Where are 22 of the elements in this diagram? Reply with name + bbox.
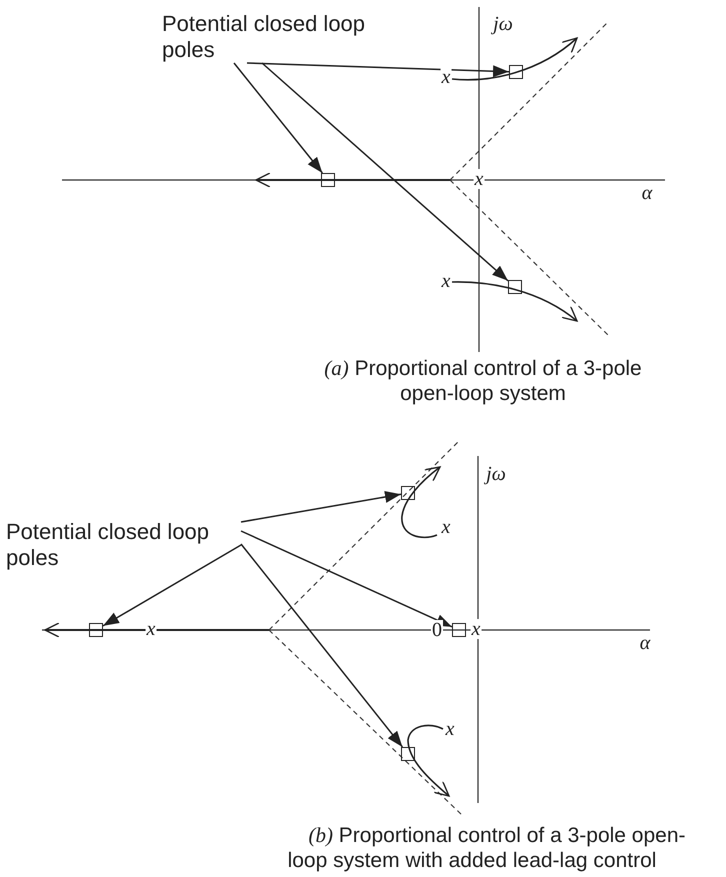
axis-symbol: x [470, 619, 482, 639]
figure-caption: (a) Proportional control of a 3-pole open-loop system [323, 356, 643, 406]
callout-text: Potential closed loop poles [6, 519, 241, 571]
callout-text: Potential closed loop poles [162, 11, 397, 63]
axis-symbol: jω [492, 14, 514, 34]
leader-arrow [262, 62, 508, 282]
leader-arrow [240, 530, 452, 628]
axis-symbol: jω [485, 464, 507, 484]
closed-loop-pole-square [401, 486, 415, 500]
leader-arrow [240, 544, 404, 748]
figure-caption: (b) Proportional control of a 3-pole open-loop system with added lead-lag control [286, 823, 687, 873]
closed-loop-pole-square [509, 65, 523, 79]
closed-loop-pole-square [452, 623, 466, 637]
leader-arrow [246, 62, 510, 78]
axis-symbol: x [474, 169, 484, 189]
leader-arrow [102, 544, 242, 627]
closed-loop-pole-square [508, 280, 522, 294]
closed-loop-pole-square [401, 747, 415, 761]
closed-loop-pole-square [89, 623, 103, 637]
leader-arrow [233, 62, 323, 174]
leader-arrow [240, 491, 402, 523]
closed-loop-pole-square [321, 173, 335, 187]
